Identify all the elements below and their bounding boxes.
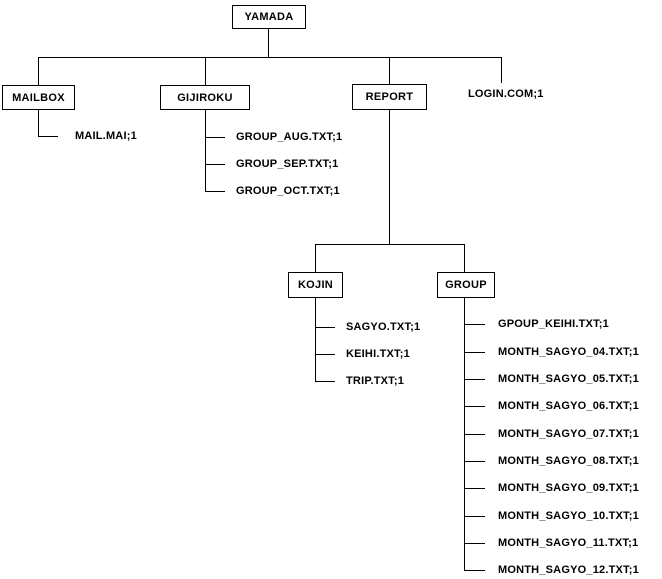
file-label: MAIL.MAI;1 (75, 130, 137, 142)
dir-node-mailbox-label: MAILBOX (12, 91, 65, 104)
connector-tick (464, 543, 485, 544)
connector-drop-login (501, 57, 502, 83)
connector-tick (205, 164, 225, 165)
connector-tick (464, 352, 485, 353)
connector-drop-kojin (315, 244, 316, 272)
connector-tick (205, 191, 225, 192)
dir-node-gijiroku: GIJIROKU (160, 85, 250, 110)
dir-node-mailbox: MAILBOX (2, 85, 75, 110)
connector-mid-bar (315, 244, 465, 245)
file-label: GROUP_SEP.TXT;1 (236, 158, 339, 170)
connector-tick (464, 324, 485, 325)
dir-node-yamada-label: YAMADA (244, 11, 294, 23)
file-label: MONTH_SAGYO_06.TXT;1 (498, 400, 639, 412)
connector-drop-report (389, 57, 390, 84)
connector-tick (464, 461, 485, 462)
file-label: GROUP_AUG.TXT;1 (236, 131, 343, 143)
file-label: MONTH_SAGYO_12.TXT;1 (498, 564, 639, 576)
file-label: MONTH_SAGYO_10.TXT;1 (498, 510, 639, 522)
connector-tick (464, 516, 485, 517)
dir-node-kojin-label: KOJIN (297, 279, 334, 291)
connector-drop-mailbox (38, 57, 39, 85)
file-label: GPOUP_KEIHI.TXT;1 (498, 318, 609, 330)
dir-node-report: REPORT (352, 84, 427, 110)
connector-drop-group (464, 244, 465, 272)
file-label: MONTH_SAGYO_07.TXT;1 (498, 428, 639, 440)
connector-tick (315, 354, 335, 355)
connector-tick (315, 327, 335, 328)
dir-node-group-label: GROUP (445, 279, 487, 291)
file-label: LOGIN.COM;1 (468, 88, 544, 100)
connector-root-down (268, 29, 269, 57)
connector-tick (205, 137, 225, 138)
dir-node-gijiroku-label: GIJIROKU (177, 91, 233, 104)
file-label: MONTH_SAGYO_08.TXT;1 (498, 455, 639, 467)
dir-node-group: GROUP (437, 272, 495, 298)
connector-tick (38, 136, 58, 137)
connector-tick (464, 570, 485, 571)
dir-node-report-label: REPORT (365, 91, 414, 103)
file-label: GROUP_OCT.TXT;1 (236, 185, 340, 197)
connector-mailbox-stem (38, 110, 39, 136)
connector-top-bar (38, 57, 502, 58)
file-label: SAGYO.TXT;1 (346, 321, 421, 333)
connector-tick (315, 381, 335, 382)
dir-node-yamada: YAMADA (232, 5, 306, 29)
connector-tick (464, 434, 485, 435)
connector-tick (464, 406, 485, 407)
connector-tick (464, 488, 485, 489)
connector-gijiroku-stem (205, 110, 206, 191)
connector-drop-gijiroku (205, 57, 206, 85)
file-label: MONTH_SAGYO_04.TXT;1 (498, 346, 639, 358)
file-label: KEIHI.TXT;1 (346, 348, 410, 360)
file-label: MONTH_SAGYO_05.TXT;1 (498, 373, 639, 385)
connector-report-stem (389, 110, 390, 244)
connector-kojin-stem (315, 298, 316, 382)
dir-node-kojin: KOJIN (288, 272, 343, 298)
connector-tick (464, 379, 485, 380)
file-label: MONTH_SAGYO_09.TXT;1 (498, 482, 639, 494)
file-label: MONTH_SAGYO_11.TXT;1 (498, 537, 639, 549)
file-label: TRIP.TXT;1 (346, 375, 405, 387)
